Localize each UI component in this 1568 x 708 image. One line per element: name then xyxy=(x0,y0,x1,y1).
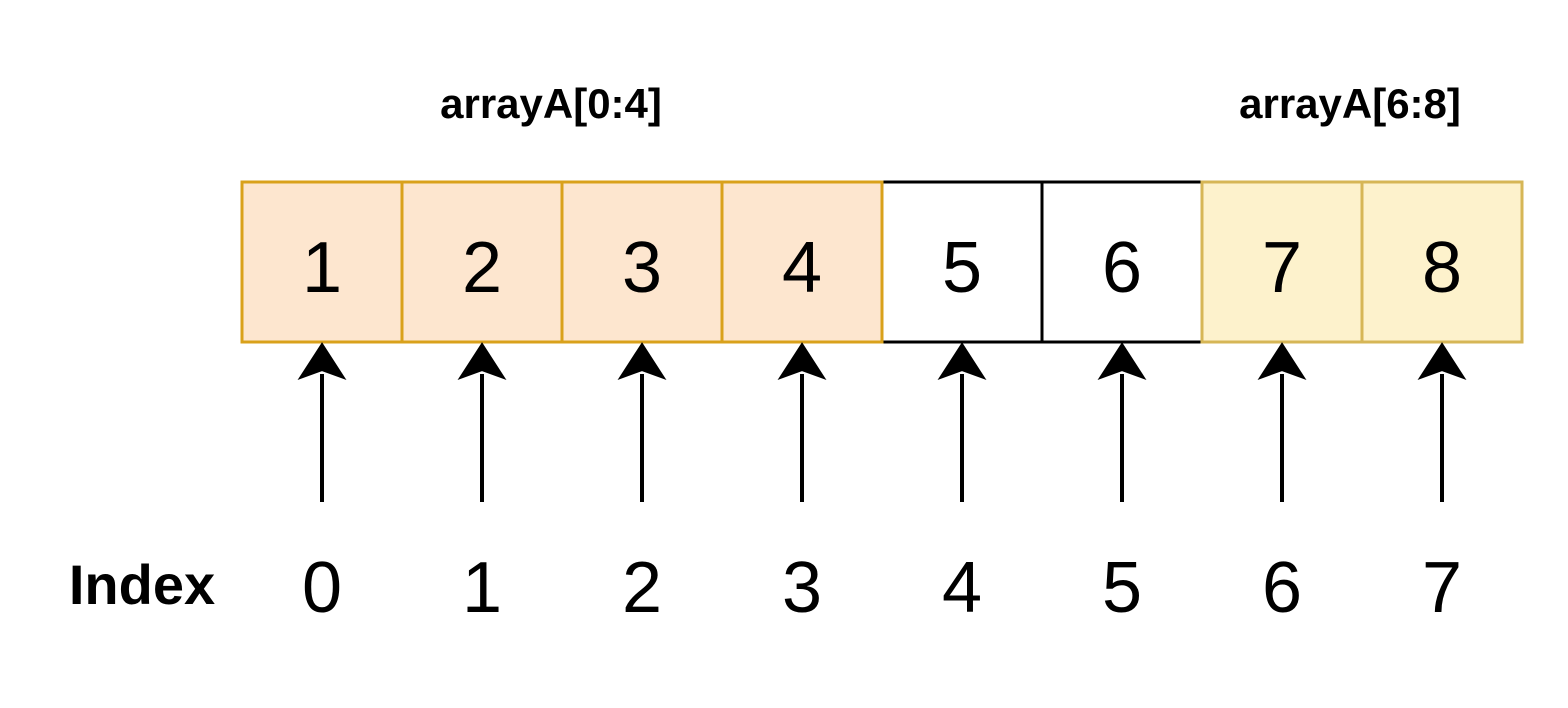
index-value-1: 1 xyxy=(462,548,502,628)
cell-value-2: 3 xyxy=(622,228,662,308)
cell-value-1: 2 xyxy=(462,228,502,308)
array-cell-3 xyxy=(720,180,884,344)
slice-label-second: arrayA[6:8] xyxy=(1239,80,1461,127)
array-cell-6 xyxy=(1200,180,1364,344)
cell-value-7: 8 xyxy=(1422,228,1462,308)
slice-labels: arrayA[0:4] arrayA[6:8] xyxy=(440,80,1461,127)
cell-value-0: 1 xyxy=(302,228,342,308)
index-value-2: 2 xyxy=(622,548,662,628)
index-arrow-5 xyxy=(1097,342,1147,502)
index-arrows xyxy=(297,342,1467,502)
index-arrow-4 xyxy=(937,342,987,502)
cell-value-4: 5 xyxy=(942,228,982,308)
cell-value-6: 7 xyxy=(1262,228,1302,308)
slice-label-first: arrayA[0:4] xyxy=(440,80,662,127)
index-arrow-3 xyxy=(777,342,827,502)
array-cell-2 xyxy=(560,180,724,344)
index-value-0: 0 xyxy=(302,548,342,628)
array-cell-0 xyxy=(240,180,404,344)
array-cell-7 xyxy=(1360,180,1524,344)
index-row: Index 0 1 2 3 4 5 6 7 xyxy=(69,548,1462,628)
index-value-5: 5 xyxy=(1102,548,1142,628)
index-value-6: 6 xyxy=(1262,548,1302,628)
cell-value-3: 4 xyxy=(782,228,822,308)
index-value-4: 4 xyxy=(942,548,982,628)
index-arrow-2 xyxy=(617,342,667,502)
index-arrow-0 xyxy=(297,342,347,502)
index-title: Index xyxy=(69,553,215,616)
cell-value-5: 6 xyxy=(1102,228,1142,308)
index-value-3: 3 xyxy=(782,548,822,628)
array-cell-5 xyxy=(1040,180,1204,344)
index-arrow-7 xyxy=(1417,342,1467,502)
array-cells: 1 2 3 4 5 6 7 8 xyxy=(240,180,1524,344)
array-cell-4 xyxy=(880,180,1044,344)
index-value-7: 7 xyxy=(1422,548,1462,628)
index-arrow-6 xyxy=(1257,342,1307,502)
index-arrow-1 xyxy=(457,342,507,502)
